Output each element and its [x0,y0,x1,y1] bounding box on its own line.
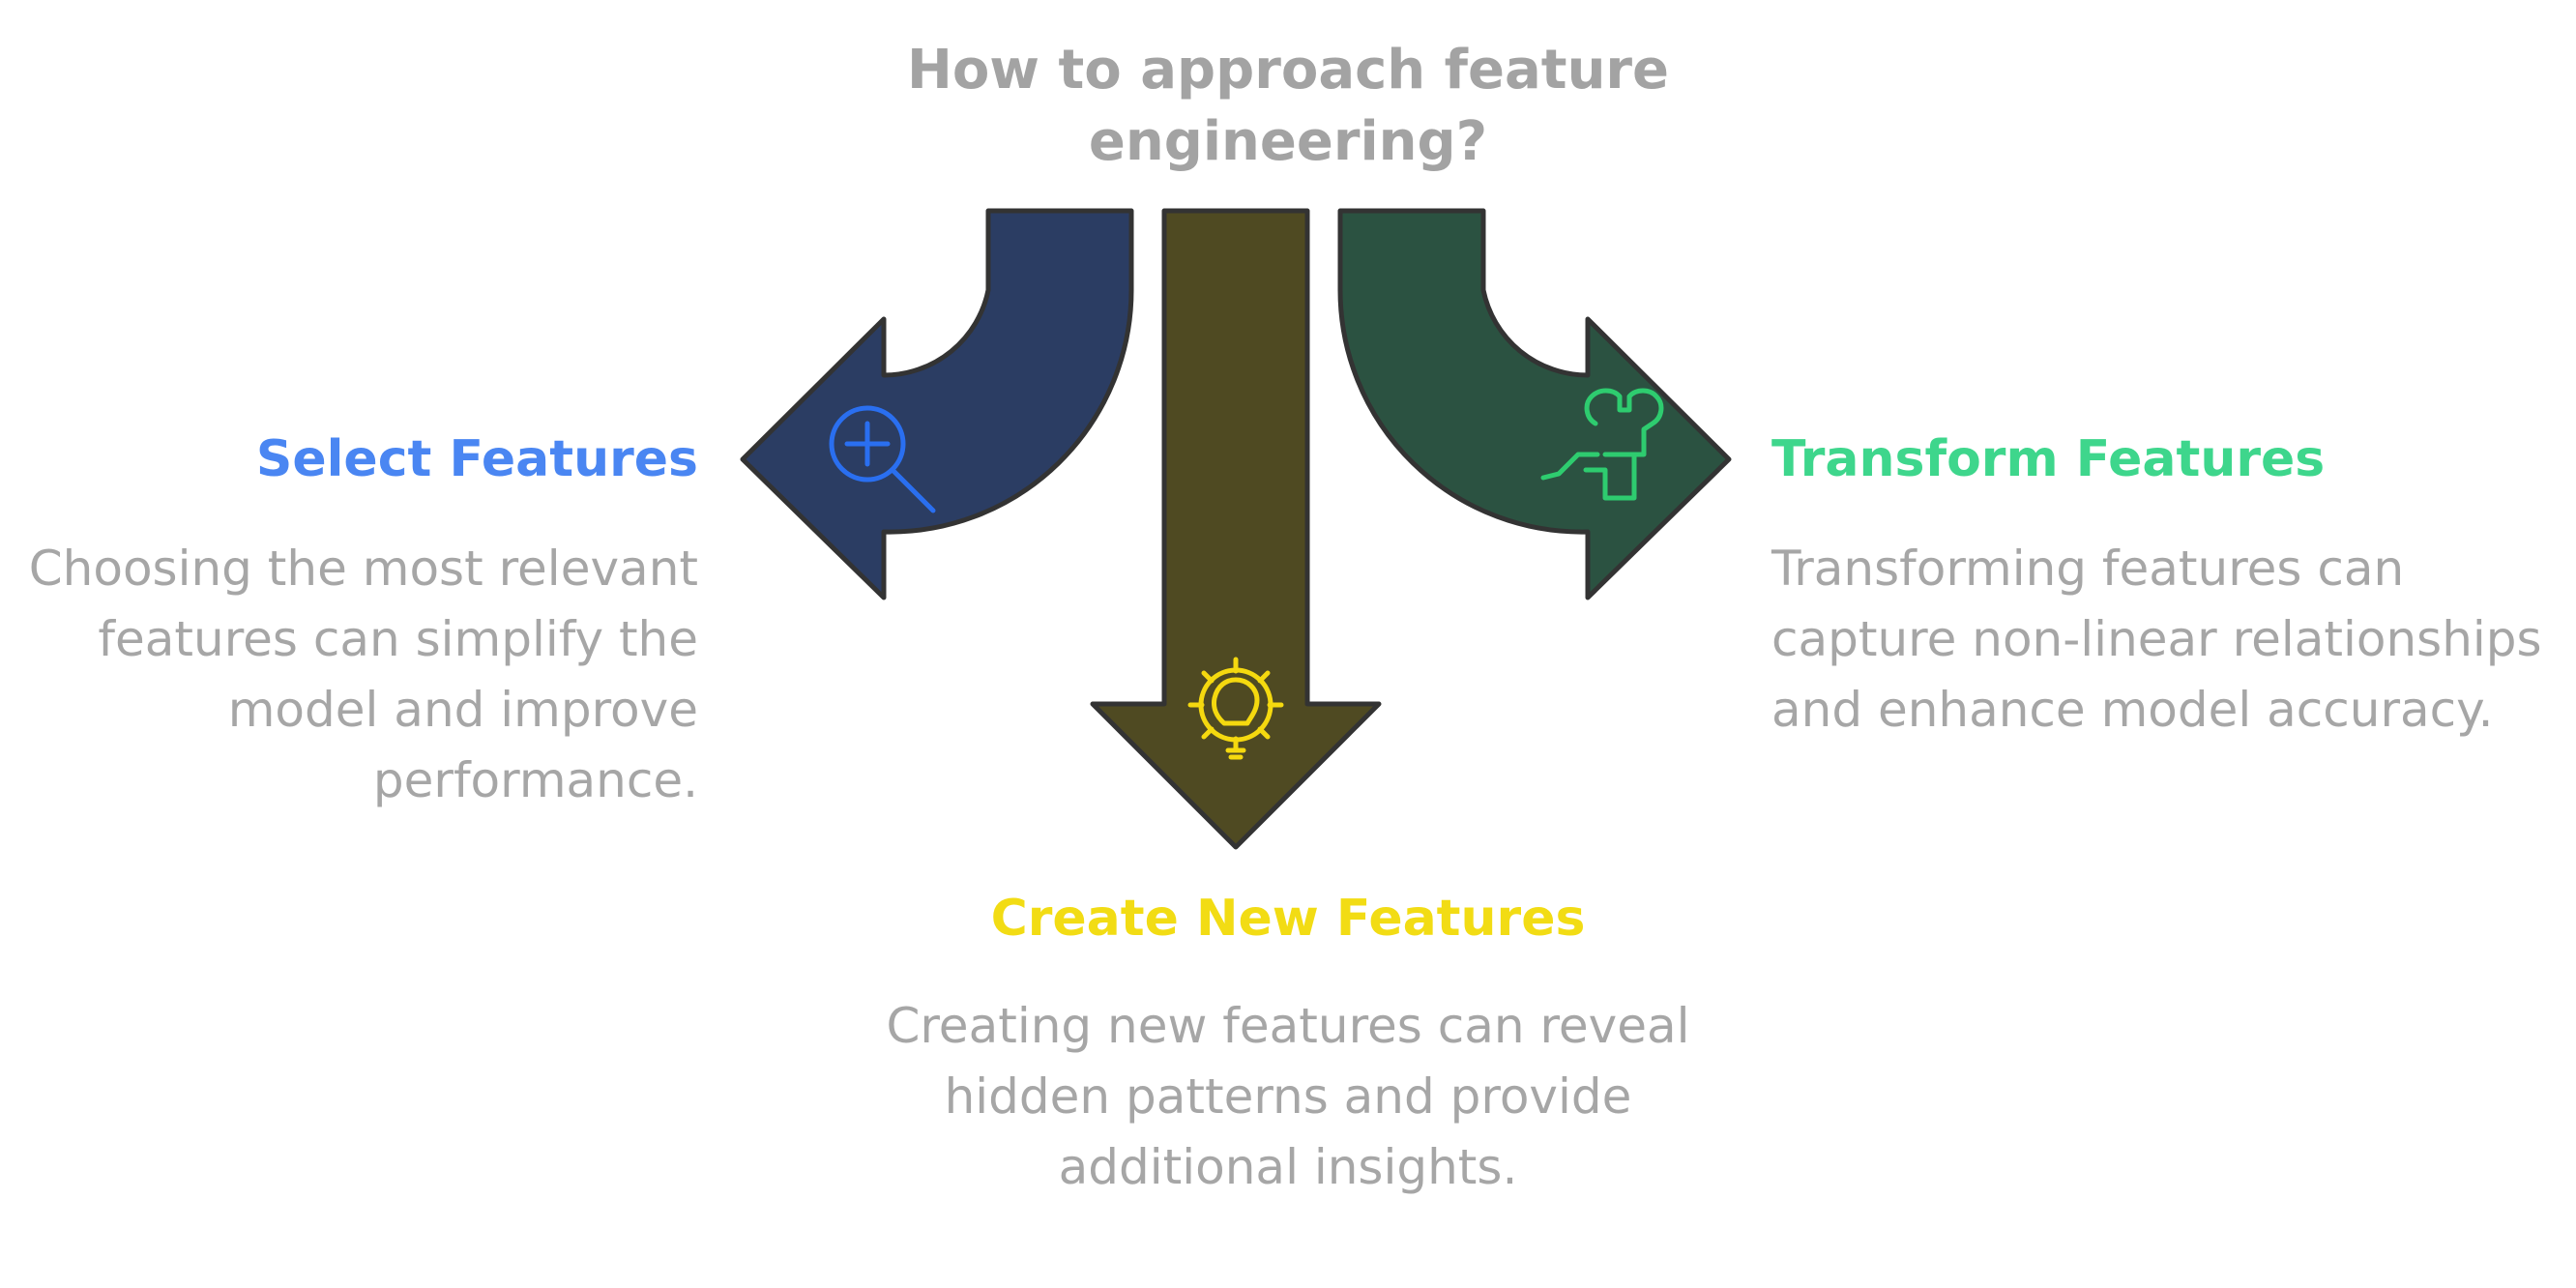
transform-features-arrow [1337,208,1732,600]
gear-lightbulb-icon [1187,657,1284,760]
create-new-features-arrow [1090,208,1382,850]
magnifier-plus-icon [829,405,936,513]
transform-features-description: Transforming features can capture non-li… [1771,541,2542,738]
select-features-description: Choosing the most relevant features can … [28,541,698,808]
diagram-title: How to approach feature engineering? [906,39,1670,173]
create-new-features-description: Creating new features can reveal hidden … [886,998,1690,1195]
select-features-arrow [740,208,1134,600]
select-features-heading: Select Features [255,430,698,488]
create-new-features-heading: Create New Features [990,890,1586,948]
hand-wrench-icon [1540,388,1664,501]
transform-features-heading: Transform Features [1771,430,2326,488]
